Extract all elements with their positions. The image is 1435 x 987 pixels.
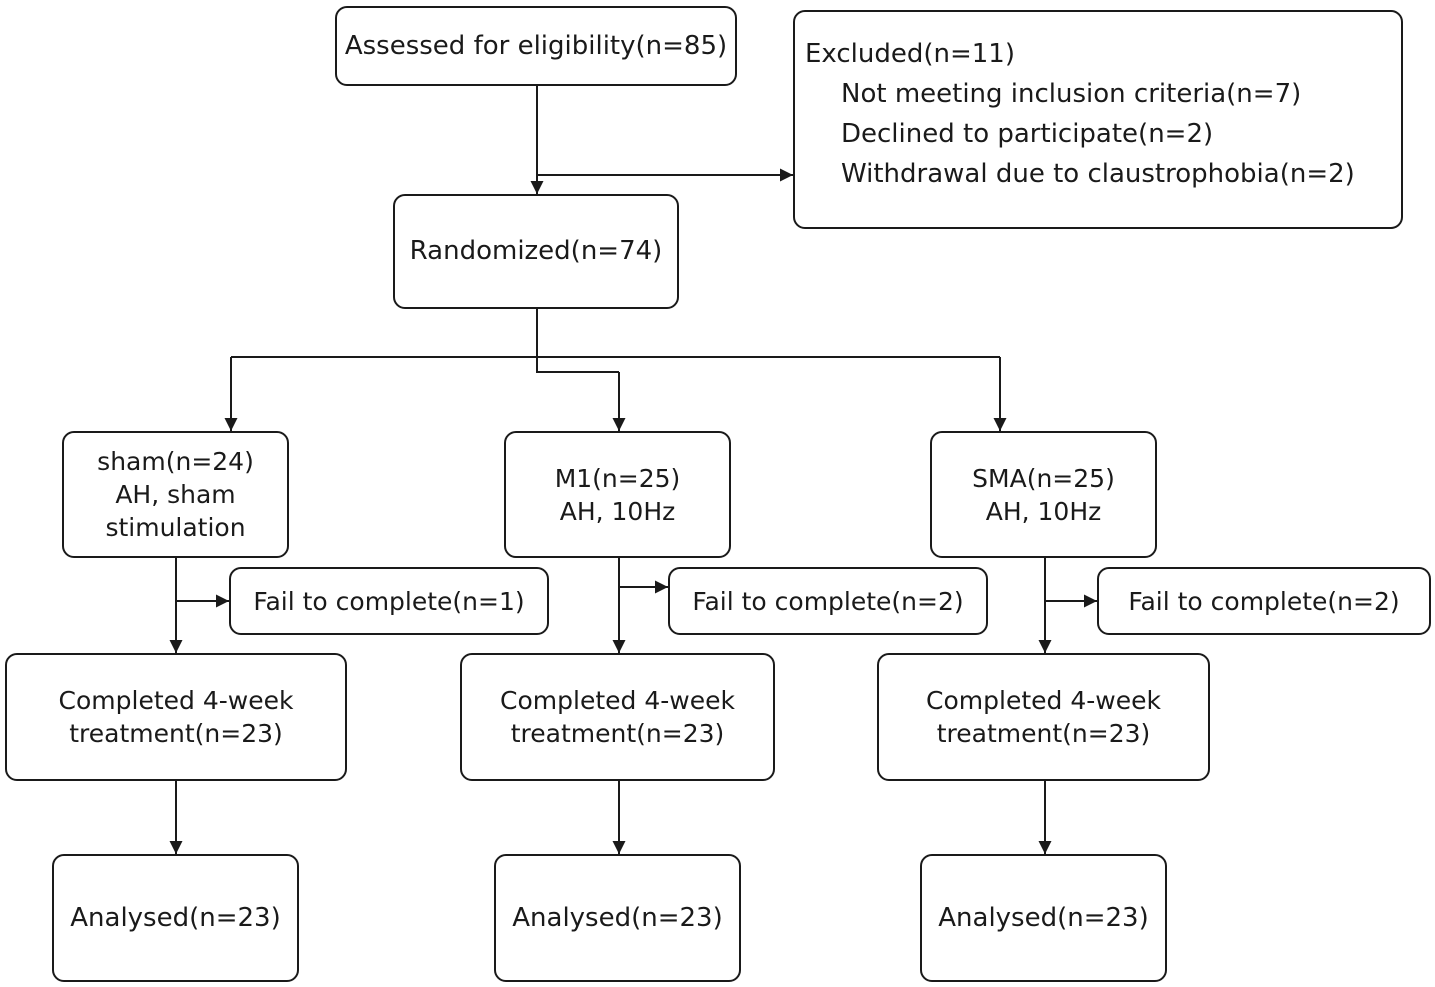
excluded-title: Excluded(n=11) — [805, 39, 1015, 69]
excluded-reason: Withdrawal due to claustrophobia(n=2) — [841, 159, 1355, 189]
fail-label: Fail to complete(n=2) — [692, 586, 964, 616]
completed-label: Completed 4-week — [500, 686, 735, 715]
group-box-m1: M1(n=25) AH, 10Hz — [504, 431, 731, 558]
fail-label: Fail to complete(n=2) — [1128, 586, 1400, 616]
analysed-label: Analysed(n=23) — [70, 902, 281, 933]
randomized-box: Randomized(n=74) — [393, 194, 679, 309]
group-detail: AH, 10Hz — [559, 496, 676, 526]
group-detail: AH, sham — [115, 480, 236, 509]
analysed-box-sma: Analysed(n=23) — [920, 854, 1167, 982]
group-name: SMA(n=25) — [972, 463, 1115, 493]
excluded-reason: Not meeting inclusion criteria(n=7) — [841, 79, 1302, 109]
randomized-label: Randomized(n=74) — [409, 236, 663, 266]
completed-label: treatment(n=23) — [936, 719, 1151, 748]
group-box-sma: SMA(n=25) AH, 10Hz — [930, 431, 1157, 558]
randomized-split-line — [536, 309, 619, 373]
fail-box-m1: Fail to complete(n=2) — [668, 567, 988, 635]
completed-box-m1: Completed 4-week treatment(n=23) — [460, 653, 775, 781]
analysed-box-sham: Analysed(n=23) — [52, 854, 299, 982]
assessed-box: Assessed for eligibility(n=85) — [335, 6, 737, 86]
analysed-label: Analysed(n=23) — [938, 902, 1149, 933]
assessed-label: Assessed for eligibility(n=85) — [344, 30, 728, 61]
analysed-box-m1: Analysed(n=23) — [494, 854, 741, 982]
group-name: sham(n=24) — [97, 447, 254, 476]
fail-box-sham: Fail to complete(n=1) — [229, 567, 549, 635]
completed-box-sma: Completed 4-week treatment(n=23) — [877, 653, 1210, 781]
fail-box-sma: Fail to complete(n=2) — [1097, 567, 1431, 635]
fail-label: Fail to complete(n=1) — [253, 586, 525, 616]
group-name: M1(n=25) — [554, 463, 681, 493]
completed-label: Completed 4-week — [926, 686, 1161, 715]
completed-label: Completed 4-week — [58, 686, 294, 715]
completed-label: treatment(n=23) — [510, 719, 725, 748]
completed-label: treatment(n=23) — [69, 719, 283, 748]
excluded-box: Excluded(n=11) Not meeting inclusion cri… — [793, 10, 1403, 229]
completed-box-sham: Completed 4-week treatment(n=23) — [5, 653, 347, 781]
excluded-reason: Declined to participate(n=2) — [841, 119, 1214, 149]
analysed-label: Analysed(n=23) — [512, 902, 723, 933]
group-detail: AH, 10Hz — [985, 496, 1102, 526]
group-detail: stimulation — [105, 513, 246, 542]
group-box-sham: sham(n=24) AH, sham stimulation — [62, 431, 289, 558]
